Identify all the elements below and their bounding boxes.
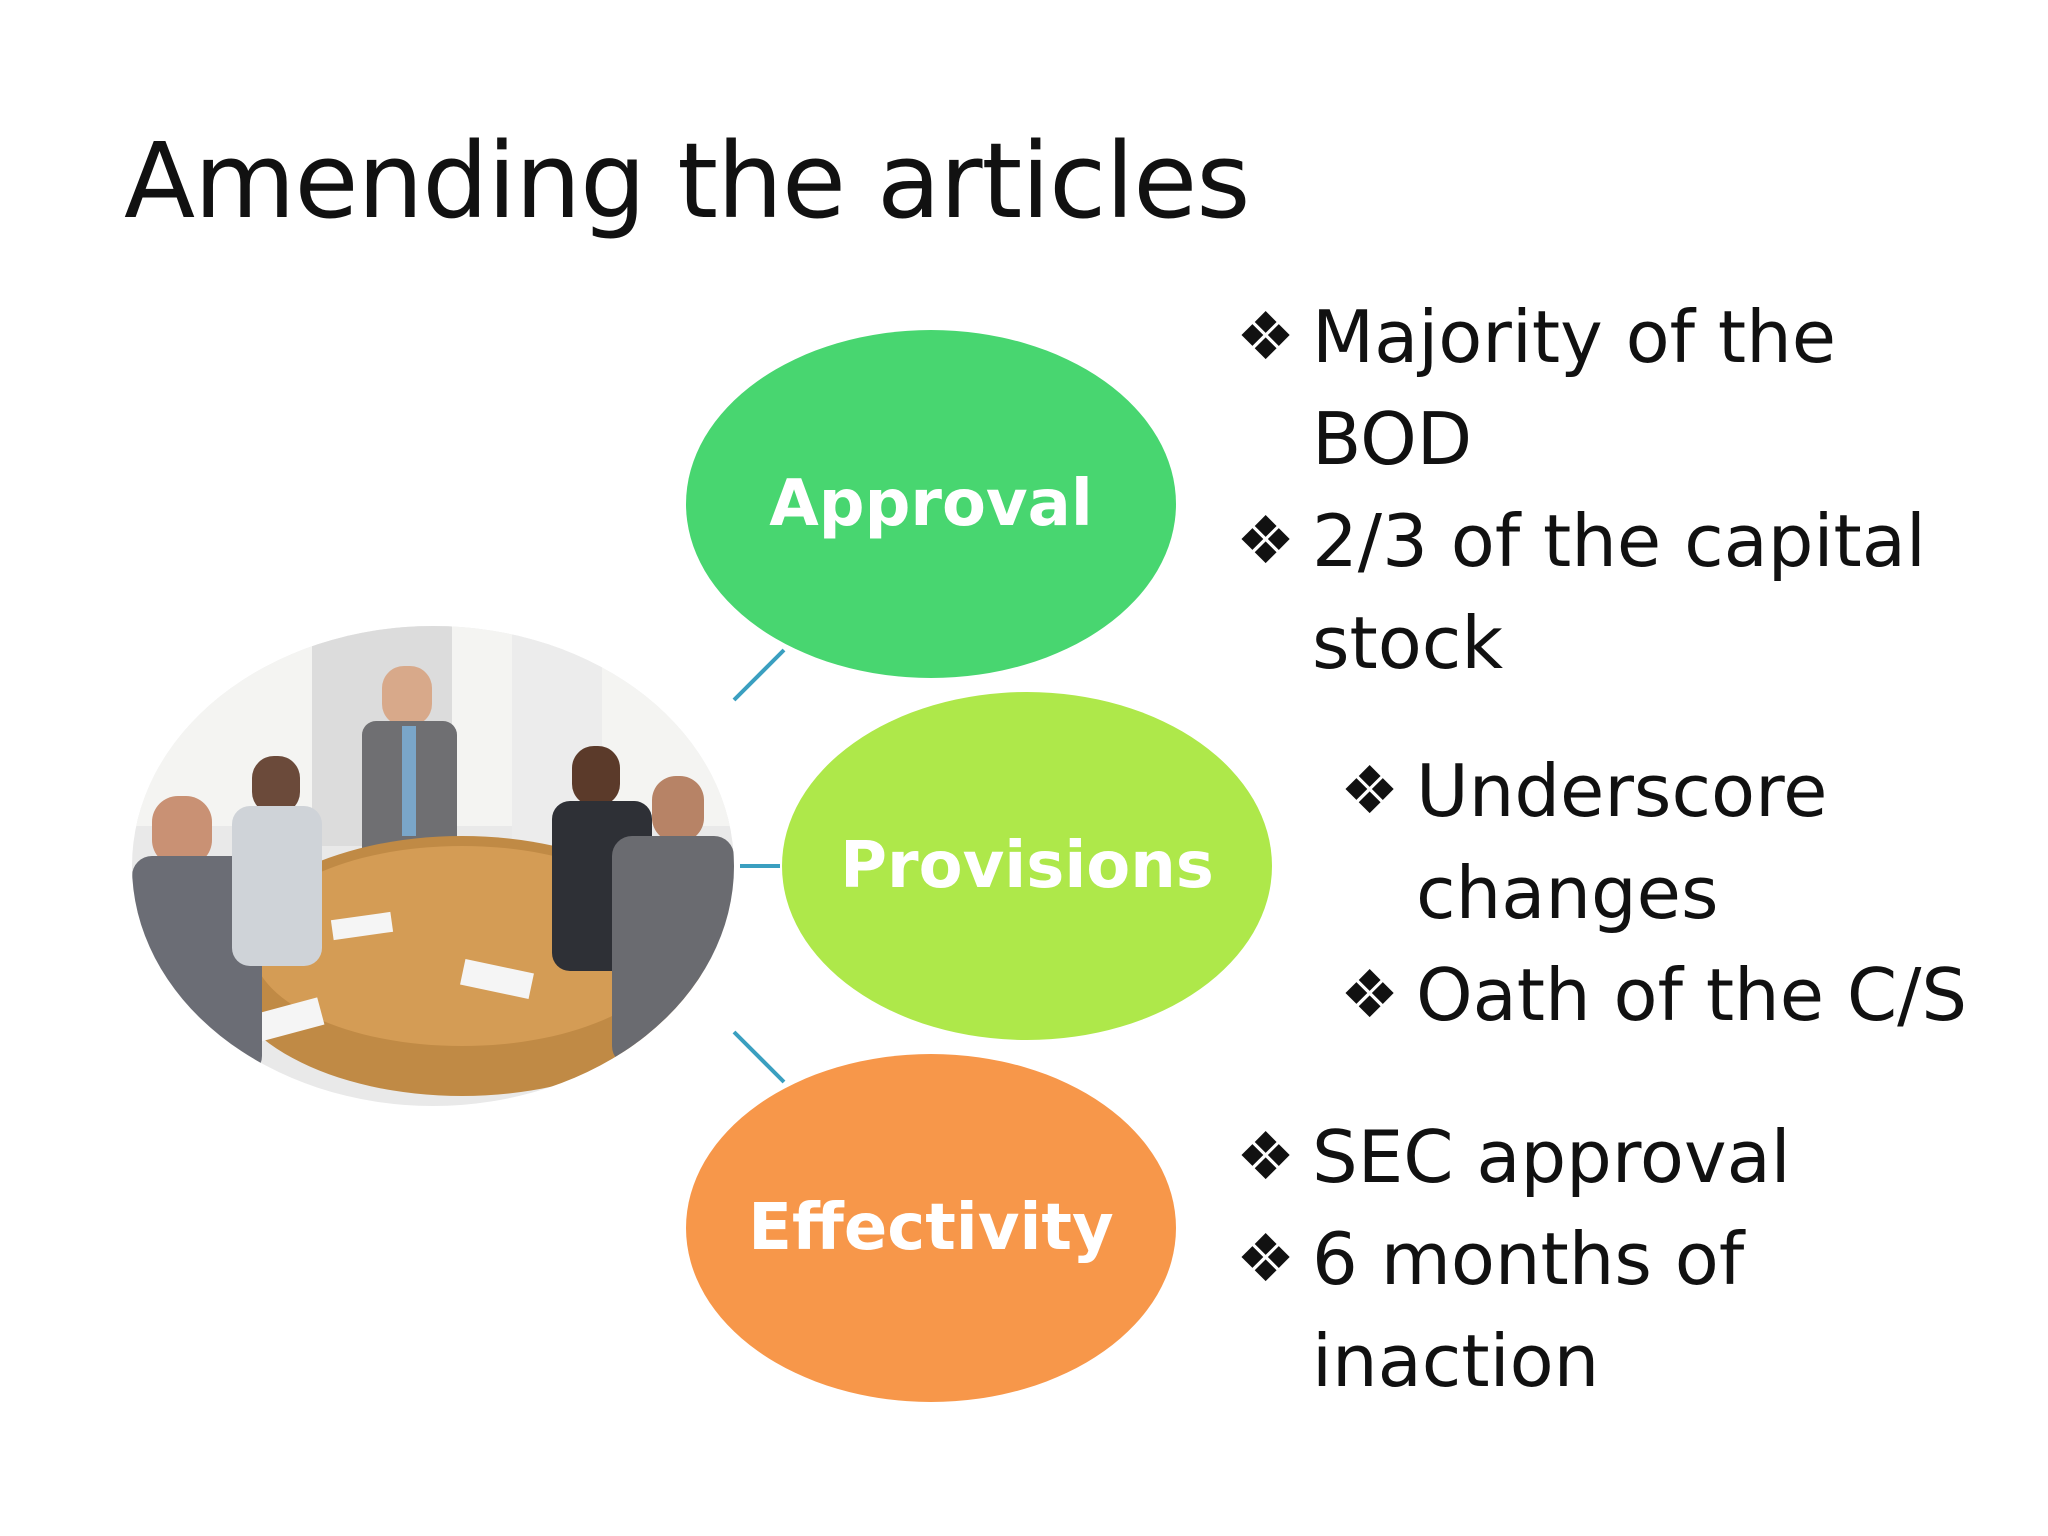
effectivity-bullet-list: ❖ SEC approval ❖ 6 months of inaction xyxy=(1236,1106,1996,1412)
approval-label: Approval xyxy=(769,467,1093,541)
meeting-illustration xyxy=(132,626,734,1106)
bullet-diamond-icon: ❖ xyxy=(1236,1118,1296,1195)
list-item: ❖ SEC approval xyxy=(1236,1106,1996,1208)
list-item: ❖ Majority of the BOD xyxy=(1236,286,1996,490)
approval-bubble: Approval xyxy=(686,330,1176,678)
bullet-diamond-icon: ❖ xyxy=(1236,502,1296,579)
provisions-bullet-list: ❖ Underscore changes ❖ Oath of the C/S xyxy=(1340,740,2040,1046)
bullet-diamond-icon: ❖ xyxy=(1236,298,1296,375)
approval-bullet-list: ❖ Majority of the BOD ❖ 2/3 of the capit… xyxy=(1236,286,1996,694)
slide-title: Amending the articles xyxy=(124,120,1250,242)
list-item: ❖ 6 months of inaction xyxy=(1236,1208,1996,1412)
bullet-text: Majority of the BOD xyxy=(1312,295,1837,481)
bullet-text: SEC approval xyxy=(1312,1115,1791,1199)
effectivity-label: Effectivity xyxy=(748,1191,1114,1265)
bullet-text: Oath of the C/S xyxy=(1416,953,1968,1037)
provisions-bubble: Provisions xyxy=(782,692,1272,1040)
bullet-diamond-icon: ❖ xyxy=(1340,956,1400,1033)
bullet-diamond-icon: ❖ xyxy=(1340,752,1400,829)
list-item: ❖ Oath of the C/S xyxy=(1340,944,2040,1046)
bullet-text: 6 months of inaction xyxy=(1312,1217,1745,1403)
bullet-diamond-icon: ❖ xyxy=(1236,1220,1296,1297)
list-item: ❖ 2/3 of the capital stock xyxy=(1236,490,1996,694)
list-item: ❖ Underscore changes xyxy=(1340,740,2040,944)
bullet-text: 2/3 of the capital stock xyxy=(1312,499,1926,685)
meeting-photo xyxy=(132,626,734,1106)
effectivity-bubble: Effectivity xyxy=(686,1054,1176,1402)
provisions-label: Provisions xyxy=(840,829,1214,903)
bullet-text: Underscore changes xyxy=(1416,749,1828,935)
